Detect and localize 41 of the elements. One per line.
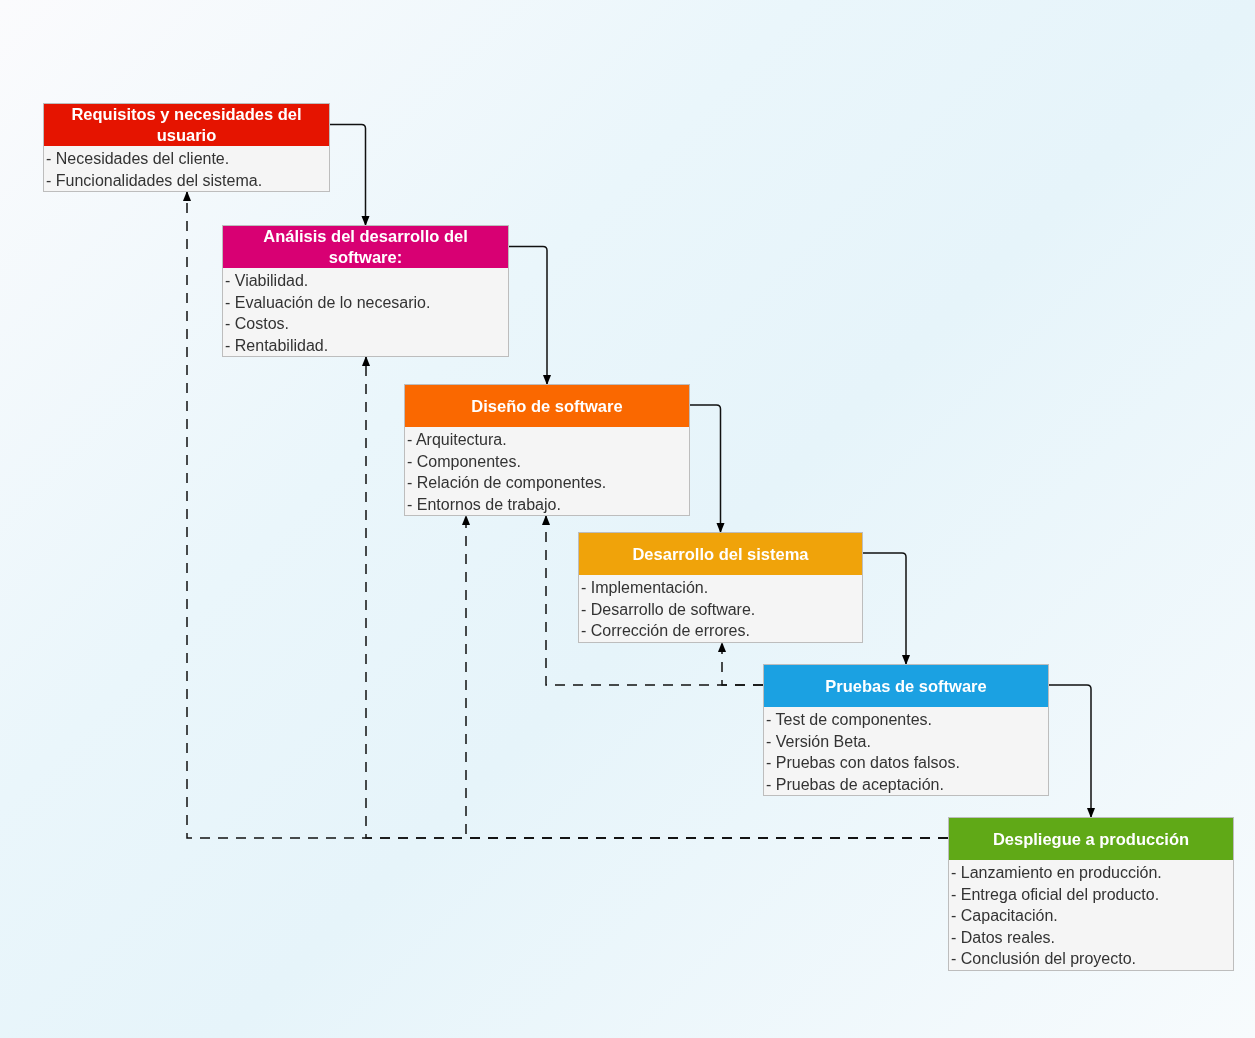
list-item: - Costos. — [225, 314, 290, 334]
phase-header: Diseño de software — [405, 385, 689, 427]
dashed-arrow — [461, 514, 949, 839]
arrow — [329, 123, 370, 227]
list-item: - Viabilidad. — [225, 271, 310, 291]
list-item: - Datos reales. — [951, 927, 1057, 948]
phase-header: Desarrollo del sistema — [579, 533, 862, 575]
list-item: - Capacitación. — [951, 906, 1059, 926]
phase-card — [222, 225, 509, 357]
dashed-arrow — [717, 641, 764, 686]
list-item: - Test de componentes. — [766, 710, 934, 730]
list-item: - Entornos de trabajo. — [407, 494, 562, 515]
list-item: - Lanzamiento en producción. — [951, 863, 1163, 883]
arrow — [1048, 684, 1096, 819]
list-item: - Funcionalidades del sistema. — [46, 170, 264, 191]
phase-card — [578, 532, 863, 643]
list-item: - Arquitectura. — [407, 430, 508, 450]
list-item: - Entrega oficial del producto. — [951, 884, 1161, 905]
arrow — [508, 245, 552, 386]
phase-card — [763, 664, 1049, 796]
phase-card — [948, 817, 1234, 971]
phase-header: Pruebas de software — [764, 665, 1048, 707]
list-item: - Rentabilidad. — [225, 335, 330, 356]
list-item: - Pruebas de aceptación. — [766, 774, 945, 795]
list-item: - Conclusión del proyecto. — [951, 949, 1137, 969]
phase-header: Análisis del desarrollo del software: — [223, 226, 508, 268]
list-item: - Relación de componentes. — [407, 473, 608, 493]
arrow — [689, 404, 725, 534]
phase-card — [404, 384, 690, 516]
list-item: - Pruebas con datos falsos. — [766, 753, 961, 773]
phase-card — [43, 103, 330, 192]
list-item: - Versión Beta. — [766, 731, 872, 752]
list-item: - Implementación. — [581, 578, 710, 598]
arrow — [862, 552, 911, 666]
phase-header: Despliegue a producción — [949, 818, 1233, 860]
list-item: - Corrección de errores. — [581, 621, 751, 641]
list-item: - Desarrollo de software. — [581, 599, 757, 620]
phase-header: Requisitos y necesidades del usuario — [44, 104, 329, 146]
list-item: - Componentes. — [407, 451, 522, 472]
list-item: - Necesidades del cliente. — [46, 149, 231, 169]
list-item: - Evaluación de lo necesario. — [225, 292, 432, 313]
